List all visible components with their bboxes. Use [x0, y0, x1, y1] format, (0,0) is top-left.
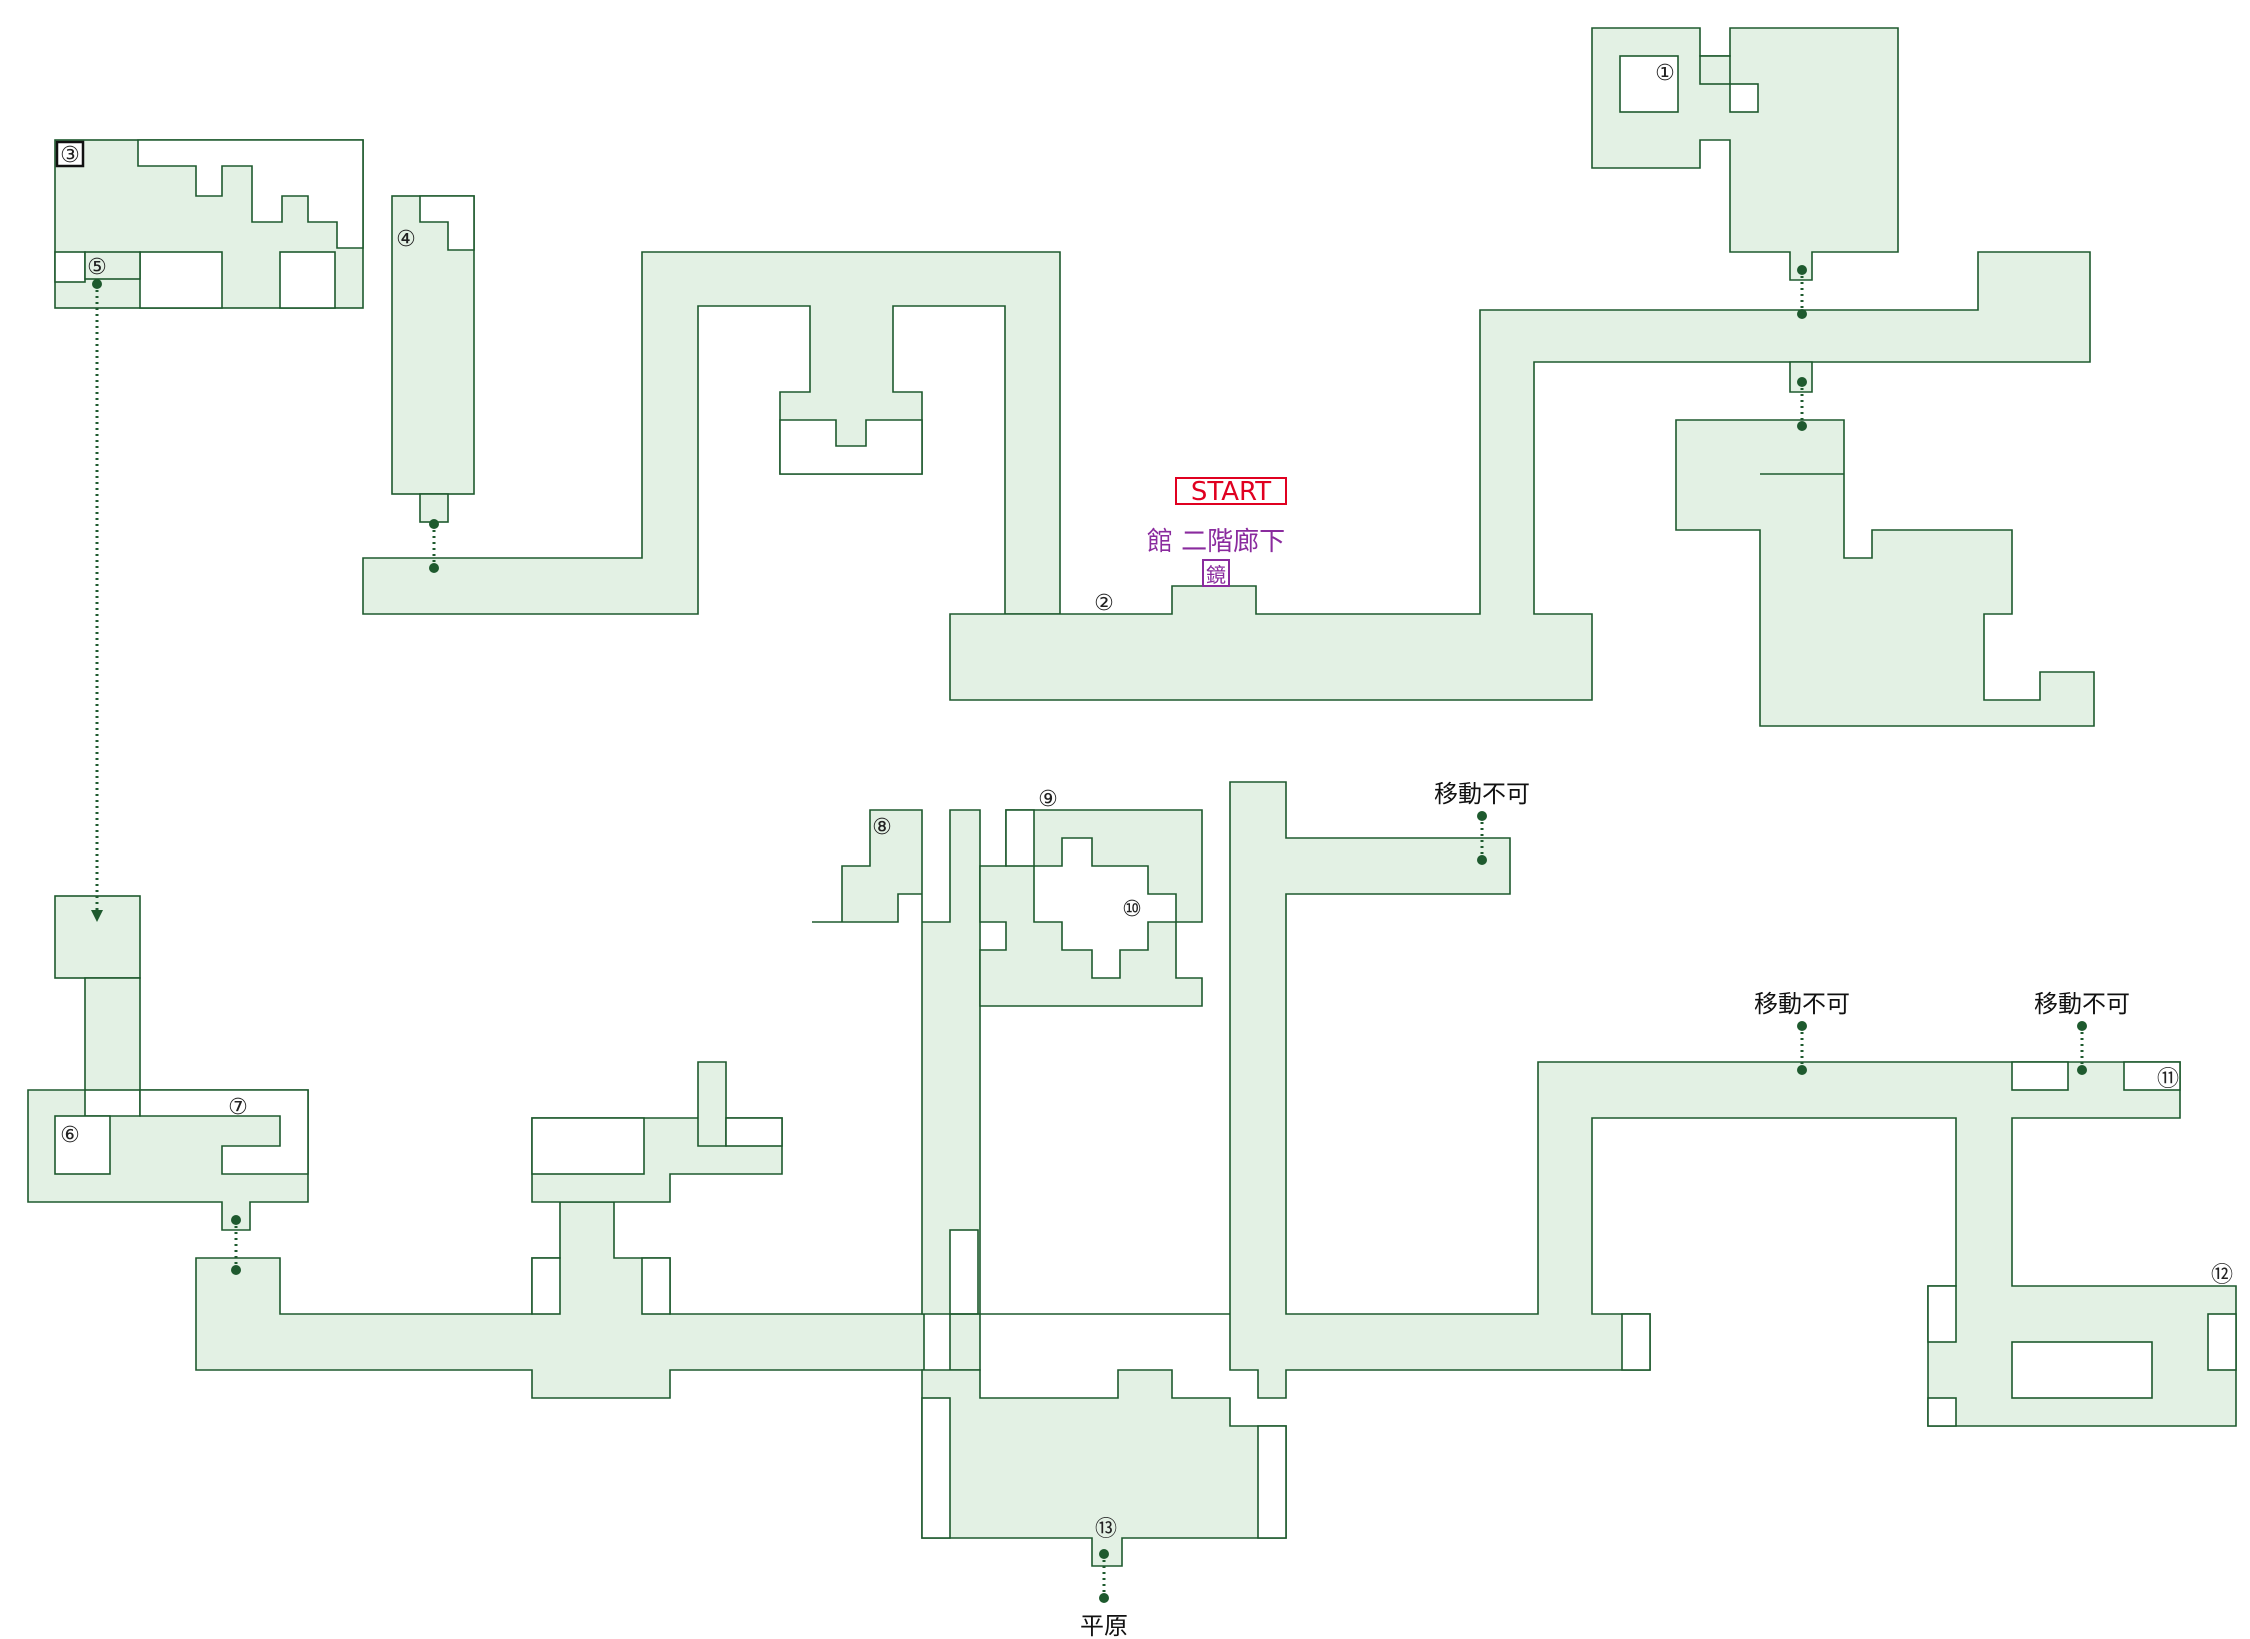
room-exit-hall [921, 1313, 1287, 1567]
start-box [1175, 477, 1287, 505]
room-lower-left [27, 895, 309, 1231]
marker-7: ⑦ [228, 1095, 248, 1120]
mirror-box [1202, 559, 1230, 587]
location-name: 館 二階廊下 [1147, 527, 1285, 557]
room-top-left-hall [54, 139, 364, 309]
corridor-upper-u [362, 251, 1061, 615]
connection-exit [1099, 1549, 1109, 1603]
room-right-column [1229, 781, 2237, 1427]
marker-12: ⑫ [2211, 1263, 2233, 1288]
start-label: START [1191, 477, 1271, 507]
connection-blocked-1 [1477, 811, 1487, 865]
connection-7-down [231, 1215, 241, 1275]
blocked-label-3: 移動不可 [2034, 990, 2130, 1018]
marker-13: ⑬ [1095, 1517, 1117, 1542]
room-center-column [812, 809, 981, 1371]
blocked-label-2: 移動不可 [1754, 990, 1850, 1018]
marker-4: ④ [396, 227, 416, 252]
connection-right-complex [1797, 377, 1807, 431]
blocked-label-1: 移動不可 [1434, 780, 1530, 808]
exit-label: 平原 [1080, 1612, 1128, 1639]
room-middle-bridge [531, 1061, 783, 1203]
mirror-label: 鏡 [1206, 563, 1226, 587]
marker-8: ⑧ [872, 815, 892, 840]
corridor-lower-long [195, 1201, 925, 1399]
marker-9: ⑨ [1038, 787, 1058, 812]
connection-top-right-down [1797, 265, 1807, 319]
marker-10: ⑩ [1122, 897, 1142, 922]
room-right-complex [1675, 361, 2095, 727]
connection-blocked-3 [2077, 1021, 2087, 1075]
marker-1: ① [1655, 61, 1675, 86]
marker-3-box [55, 140, 85, 168]
connection-5-to-6 [91, 279, 103, 922]
connection-blocked-2 [1797, 1021, 1807, 1075]
corridor-4 [391, 195, 475, 523]
room-top-right [1591, 27, 1899, 281]
connection-4-down [429, 519, 439, 573]
marker-3: ③ [60, 143, 80, 168]
marker-11: ⑪ [2157, 1067, 2179, 1092]
marker-5: ⑤ [87, 255, 107, 280]
marker-2: ② [1094, 591, 1114, 616]
marker-6: ⑥ [60, 1123, 80, 1148]
room-9-10 [979, 809, 1203, 1007]
